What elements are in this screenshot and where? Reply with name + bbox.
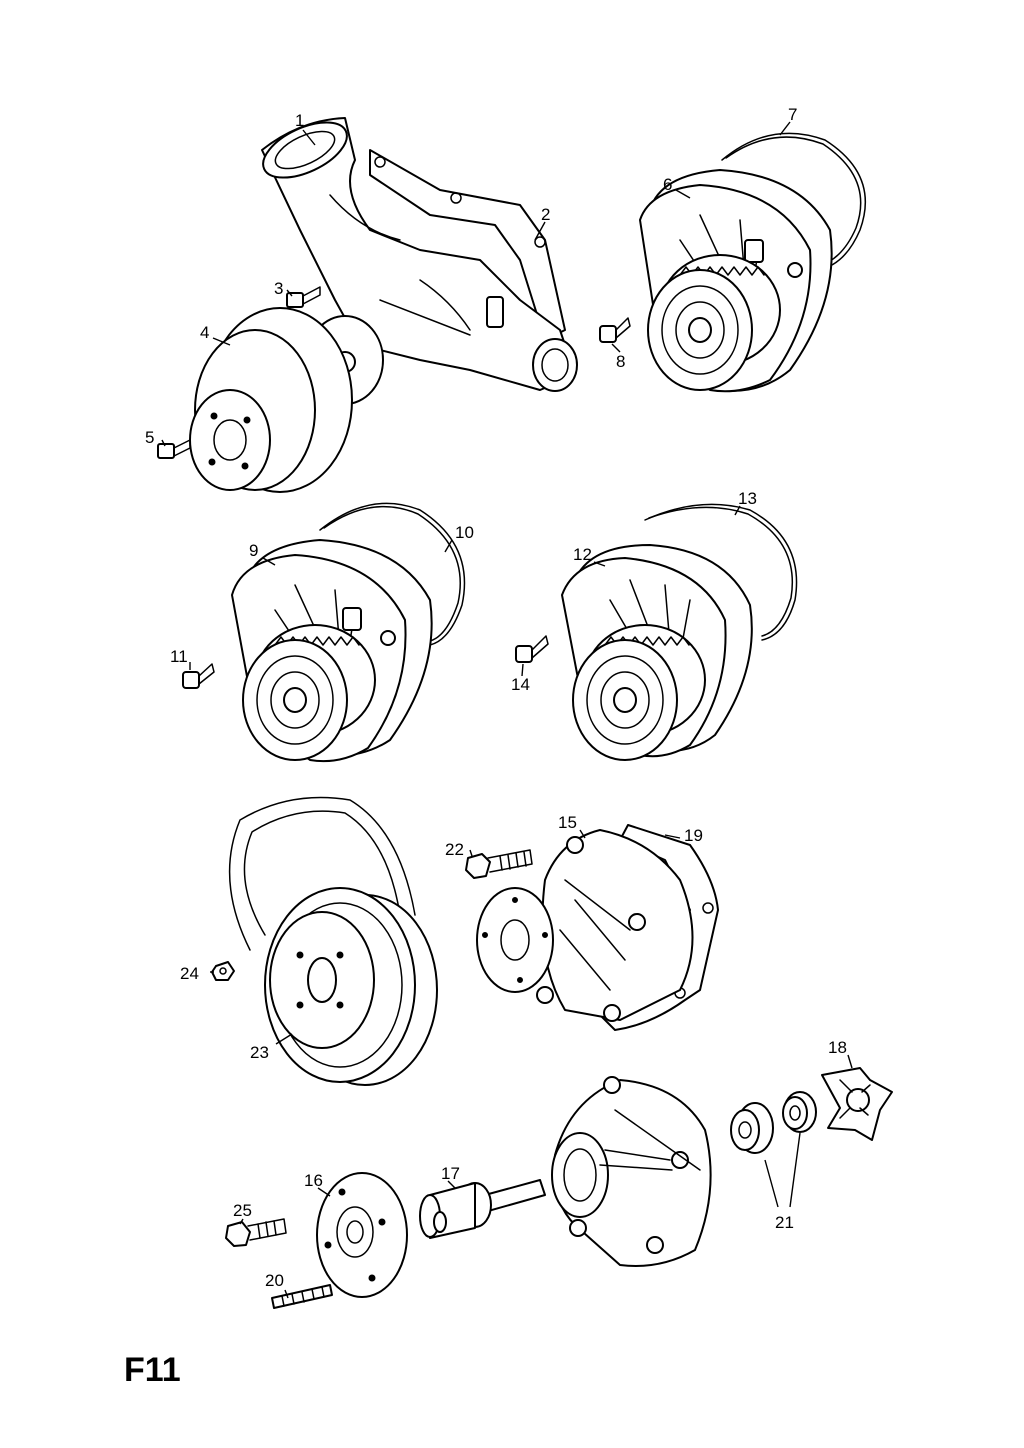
- callout-7: 7: [788, 105, 797, 124]
- pump-body: [551, 1076, 712, 1267]
- callout-22: 22: [445, 840, 464, 859]
- leader-lines: [161, 121, 853, 1299]
- shaft-bearing-17: [419, 1179, 546, 1239]
- sheet-id-label: F11: [124, 1351, 181, 1389]
- callout-25: 25: [233, 1201, 252, 1220]
- o-ring-7: [721, 132, 867, 271]
- bolt-22: [465, 849, 533, 879]
- water-pump-15: [476, 829, 694, 1022]
- drive-belt: [228, 796, 416, 951]
- callout-20: 20: [265, 1271, 284, 1290]
- bolt-3: [286, 286, 321, 308]
- hub-16: [316, 1172, 408, 1298]
- callout-8: 8: [616, 352, 625, 371]
- callout-11: 11: [170, 647, 188, 666]
- callout-23: 23: [250, 1043, 269, 1062]
- callout-5: 5: [145, 428, 154, 447]
- callout-9: 9: [249, 541, 258, 560]
- callout-24: 24: [180, 964, 199, 983]
- bolt-8: [599, 317, 631, 343]
- pulley-4: [189, 307, 353, 493]
- callout-21: 21: [775, 1213, 794, 1232]
- callout-6: 6: [663, 175, 672, 194]
- callout-15: 15: [558, 813, 577, 832]
- callout-18: 18: [828, 1038, 847, 1057]
- bolt-11: [182, 663, 215, 689]
- stud-20: [271, 1284, 333, 1309]
- callout-13: 13: [738, 489, 757, 508]
- callout-14: 14: [511, 675, 530, 694]
- o-ring-13: [644, 503, 798, 641]
- callout-2: 2: [541, 205, 550, 224]
- callout-17: 17: [441, 1164, 460, 1183]
- pulley-23: [264, 887, 438, 1086]
- callout-10: 10: [455, 523, 474, 542]
- callout-1: 1: [295, 111, 304, 130]
- water-pump-12: [561, 544, 753, 761]
- callout-12: 12: [573, 545, 592, 564]
- water-pump-6: [639, 169, 833, 393]
- o-ring-10: [319, 502, 466, 646]
- water-pump-9: [231, 539, 433, 763]
- nut-24: [211, 961, 235, 981]
- bolt-25: [225, 1218, 287, 1247]
- bolt-14: [515, 635, 549, 663]
- callout-16: 16: [304, 1171, 323, 1190]
- callout-3: 3: [274, 279, 283, 298]
- callout-19: 19: [684, 826, 703, 845]
- seal-21: [730, 1091, 817, 1154]
- impeller-18: [821, 1067, 893, 1141]
- callout-4: 4: [200, 323, 209, 342]
- callout-numbers: 1 2 3 4 5 6 7 8 9 10 11 12 13 14 15 16 1…: [145, 105, 847, 1290]
- bolt-5: [157, 439, 191, 459]
